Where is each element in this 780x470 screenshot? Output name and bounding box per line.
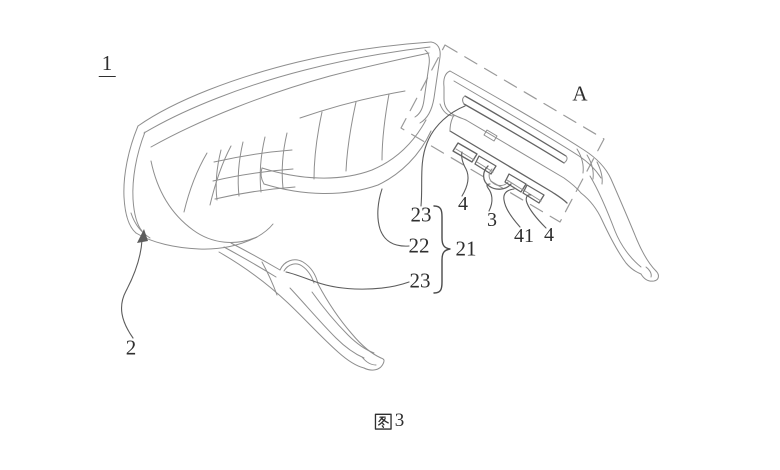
ref-label-1-overall: 1 (98, 53, 116, 77)
curly-brace (433, 205, 451, 294)
clip-left-inner (455, 148, 475, 161)
strap-hump-inner (283, 263, 315, 284)
leader-3 (486, 183, 493, 212)
component-clips (452, 142, 545, 204)
visor-end-cap-inner (414, 49, 430, 118)
visor-left-edge (123, 125, 139, 234)
leader-22 (377, 188, 410, 247)
elbow-wrap-line (586, 154, 594, 180)
ref-label-4-left: 4 (458, 193, 468, 215)
clip-third (504, 173, 527, 193)
visor-face-top-line (150, 52, 430, 148)
left-lens-rim (150, 160, 258, 243)
contour-line (281, 132, 288, 189)
temple-bottom-inner (465, 119, 582, 194)
clip-right-inner (524, 190, 542, 202)
ref-label-23-bottom: 23 (409, 268, 431, 293)
ref-label-2-front-housing: 2 (125, 335, 137, 360)
leader-lines (120, 105, 547, 339)
elbow-wrap-line (576, 148, 584, 174)
visor-left-edge-inner (132, 131, 146, 232)
leader-23-top (420, 105, 466, 207)
clip-third-inner (506, 179, 524, 191)
right-lens-band-lower (263, 130, 432, 194)
ref-label-4-right: 4 (544, 224, 554, 246)
strap-root-line (223, 246, 277, 278)
strap-descending-edge (317, 283, 382, 359)
leader-4-left (461, 151, 469, 197)
strap-inner-line (311, 291, 375, 354)
visor-bottom-edge (135, 223, 274, 250)
contour-line (214, 186, 296, 200)
ref-label-41: 41 (514, 225, 534, 247)
strap-hump-outer (279, 259, 319, 285)
clip-right (522, 184, 545, 204)
strap-tip (363, 357, 385, 371)
bracket-21 (433, 205, 451, 294)
contour-line (237, 141, 244, 197)
visor-end-cap (419, 41, 441, 124)
ref-label-a-detail-region: A (572, 81, 588, 106)
contour-line (259, 136, 266, 193)
strap-root-fold (261, 261, 278, 296)
arrowhead-2 (137, 229, 148, 243)
slot-latch (483, 129, 498, 142)
figure-caption-number: 3 (394, 410, 405, 431)
near-temple-arm (218, 242, 385, 371)
detail-box-a (400, 44, 605, 223)
flex-arc-inner (488, 168, 509, 186)
visor-top-outer-edge (137, 41, 432, 127)
contour-line (213, 149, 293, 163)
strap-outer-edge (218, 251, 365, 369)
corner-facet (130, 212, 151, 239)
hinge-area (414, 41, 455, 124)
right-lens-band-upper (261, 119, 427, 179)
detail-box-outline (400, 44, 605, 223)
contour-line (183, 152, 208, 213)
caption-glyph-tu (374, 413, 392, 430)
temple-slot-end (563, 155, 568, 164)
temple-slot-lower (463, 103, 565, 164)
contour-line (260, 167, 265, 185)
temple-front-cap (443, 70, 467, 121)
elbow-wrap-line (596, 161, 603, 185)
flex-arc-outer (482, 165, 512, 190)
ear-hook-tip (640, 270, 659, 282)
ref-label-22: 22 (408, 233, 430, 258)
contour-line (212, 168, 294, 182)
strap-upper-edge (230, 242, 281, 271)
temple-outer-edge (449, 70, 657, 272)
ear-hook-middle-line (589, 175, 642, 268)
leader-41 (503, 188, 521, 228)
ref-label-21-group: 21 (455, 236, 477, 261)
ear-hook-tip-line (645, 266, 652, 278)
contour-line (381, 93, 390, 161)
strap-mid-line (289, 287, 365, 359)
contour-line (299, 90, 406, 119)
figure-caption: 3 (374, 410, 405, 432)
clip-second (474, 155, 497, 175)
hinge-notch (439, 103, 455, 117)
contour-line (345, 101, 357, 172)
clip-left (452, 142, 478, 163)
leader-4-right (525, 194, 547, 229)
ref-label-23-top: 23 (410, 202, 432, 227)
contour-line (313, 111, 323, 180)
far-temple-arm (443, 70, 659, 282)
temple-bottom-join (449, 114, 455, 132)
leader-23-bottom (285, 271, 410, 290)
temple-bottom-outer (449, 130, 568, 204)
leader-2 (120, 239, 143, 339)
temple-slot-end (462, 95, 466, 105)
ear-hook-inner-edge (580, 192, 642, 275)
visor-top-rim (143, 46, 431, 134)
strap-tip-inner (361, 356, 377, 366)
temple-top-rim (453, 80, 602, 179)
contour-line (215, 149, 222, 201)
temple-slot-upper (464, 95, 567, 157)
ref-label-3: 3 (487, 209, 497, 231)
visor-front-housing (123, 41, 432, 250)
contour-line (209, 145, 232, 206)
